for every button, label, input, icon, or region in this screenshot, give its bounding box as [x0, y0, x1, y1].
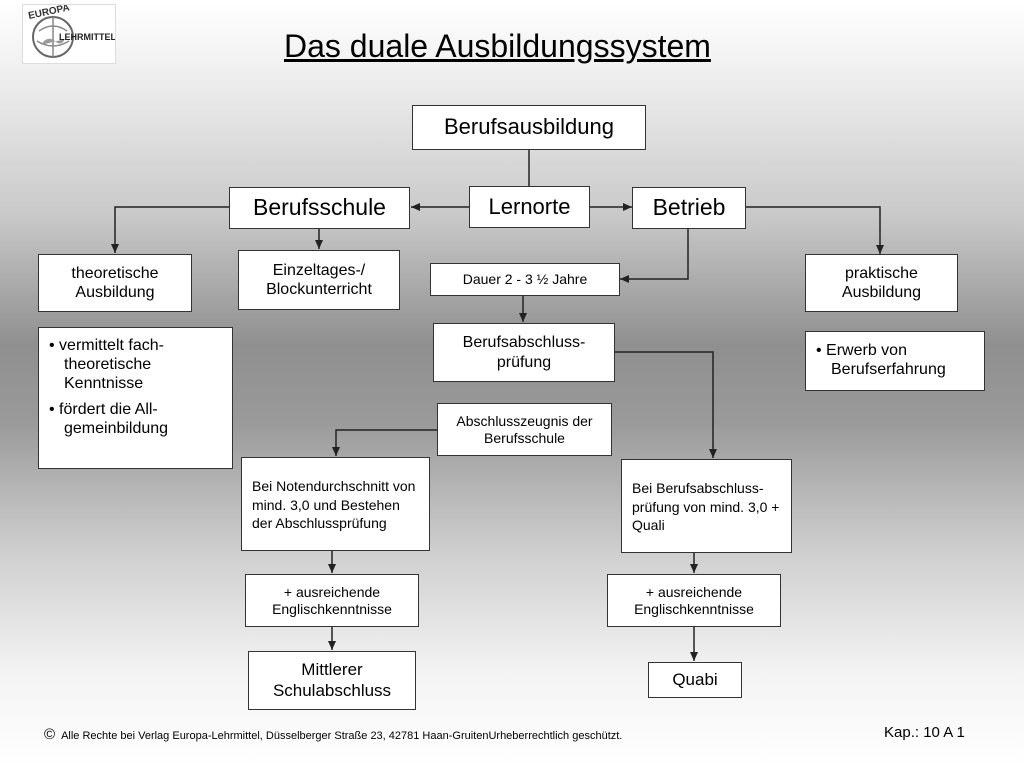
node-praktische-ausbildung: praktische Ausbildung [805, 254, 958, 312]
node-mittlerer-schulabschluss: Mittlerer Schulabschluss [248, 651, 416, 710]
arrow-betrieb-dauer [620, 228, 689, 283]
node-berufsausbildung: Berufsausbildung [412, 105, 646, 150]
node-dauer: Dauer 2 - 3 ½ Jahre [430, 263, 620, 296]
node-einzeltages-blockunterricht: Einzeltages-/ Blockunterricht [238, 250, 400, 310]
node-notendurchschnitt: Bei Notendurchschnitt von mind. 3,0 und … [241, 457, 430, 551]
bullet-list-praxis: Erwerb von Berufserfahrung [805, 331, 985, 391]
bullet-praxis-1: Erwerb von Berufserfahrung [816, 341, 976, 379]
arrow-berufsschule-theoretische [111, 206, 229, 253]
arrow-pruefung-quali [614, 351, 717, 458]
node-theoretische-ausbildung: theoretische Ausbildung [38, 254, 192, 312]
node-berufsschule: Berufsschule [229, 187, 410, 229]
europa-lehrmittel-logo: EUROPA LEHRMITTEL [22, 2, 116, 64]
node-abschlusszeugnis: Abschlusszeugnis der Berufsschule [437, 403, 612, 456]
copyright-symbol: © [44, 726, 56, 743]
node-lernorte: Lernorte [469, 186, 590, 228]
arrow-betrieb-praktische [746, 206, 884, 254]
bullet-theorie-2: fördert die All- gemeinbildung [49, 400, 224, 438]
chapter-reference: Kap.: 10 A 1 [884, 724, 965, 741]
node-betrieb: Betrieb [632, 187, 746, 229]
node-englisch-rechts: + ausreichende Englischkenntnisse [607, 574, 781, 627]
node-berufsabschluss-quali: Bei Berufsabschluss- prüfung von mind. 3… [621, 459, 792, 553]
copyright-text: Alle Rechte bei Verlag Europa-Lehrmittel… [61, 730, 623, 742]
footer-copyright: © Alle Rechte bei Verlag Europa-Lehrmitte… [44, 726, 622, 743]
page-title: Das duale Ausbildungssystem [284, 28, 711, 64]
logo-text-lehrmittel: LEHRMITTEL [59, 32, 115, 42]
arrow-zeugnis-notendurchschnitt [332, 429, 438, 456]
node-berufsabschlusspruefung: Berufsabschluss- prüfung [433, 323, 615, 382]
node-quabi: Quabi [648, 662, 742, 698]
node-englisch-links: + ausreichende Englischkenntnisse [245, 574, 419, 627]
bullet-theorie-1: vermittelt fach- theoretische Kenntnisse [49, 336, 224, 394]
bullet-list-theorie: vermittelt fach- theoretische Kenntnisse… [38, 327, 233, 469]
